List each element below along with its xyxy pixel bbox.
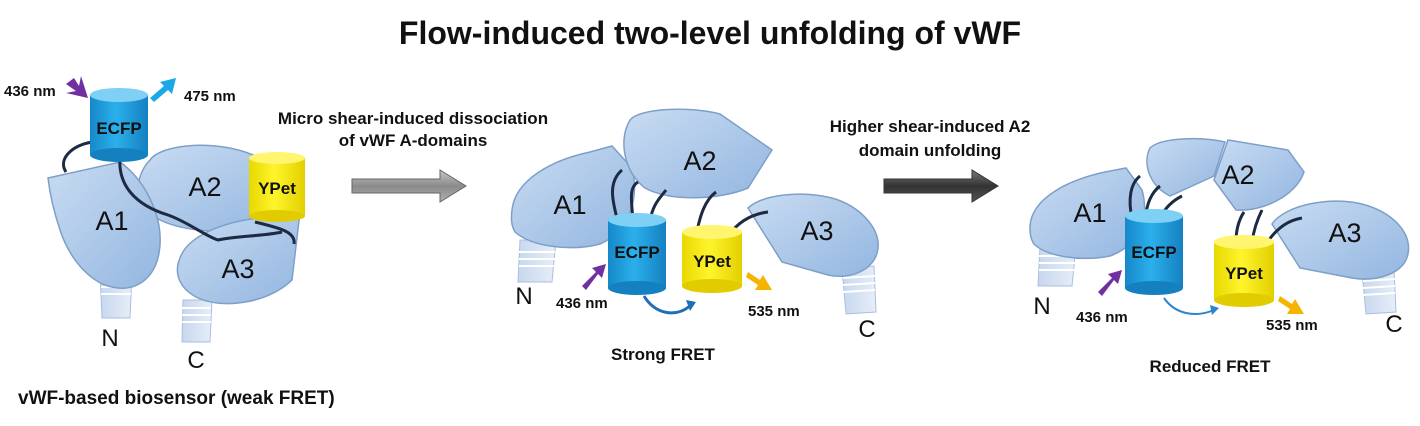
excitation-wavelength: 436 nm	[4, 83, 56, 100]
ypet-cylinder: YPet	[1214, 235, 1274, 307]
domain-label: A1	[1073, 198, 1106, 228]
ecfp-label: ECFP	[1131, 243, 1176, 262]
domain-a1	[1029, 167, 1146, 260]
emission-arrow-icon	[746, 272, 772, 290]
ypet-label: YPet	[258, 179, 296, 198]
c-terminal-tail	[1361, 269, 1397, 315]
domain-label: A2	[188, 172, 221, 202]
transition-label: of vWF A-domains	[339, 131, 488, 150]
linker	[118, 157, 283, 242]
ypet-cylinder: YPet	[682, 225, 742, 293]
panel-caption: Reduced FRET	[1150, 357, 1272, 376]
n-terminal-label: N	[515, 283, 532, 310]
excitation-arrow-icon	[1098, 270, 1122, 296]
domain-a3	[747, 193, 879, 277]
transition-label: Higher shear-induced A2	[830, 117, 1031, 136]
transition-arrow-1: Micro shear-induced dissociation of vWF …	[278, 109, 548, 203]
ecfp-label: ECFP	[614, 243, 659, 262]
domain-label: A3	[800, 216, 833, 246]
transition-label: Micro shear-induced dissociation	[278, 109, 548, 128]
excitation-arrow-icon	[582, 264, 606, 290]
domain-label: A3	[221, 254, 254, 284]
panel-caption: vWF-based biosensor (weak FRET)	[18, 388, 335, 409]
domain-a2-unfolded	[1213, 139, 1305, 211]
ecfp-label: ECFP	[96, 119, 141, 138]
figure-title: Flow-induced two-level unfolding of vWF	[399, 15, 1021, 51]
c-terminal-label: C	[187, 347, 204, 374]
ypet-label: YPet	[693, 252, 731, 271]
domain-a2	[623, 108, 774, 199]
c-terminal-label: C	[1385, 311, 1402, 338]
ecfp-cylinder: ECFP	[1125, 209, 1183, 295]
c-terminal-label: C	[858, 316, 875, 343]
ypet-label: YPet	[1225, 264, 1263, 283]
excitation-wavelength: 436 nm	[1076, 309, 1128, 326]
panel-left: ECFP YPet A1 A2 A3 N C 436 nm 475 nm vWF…	[4, 76, 335, 409]
panel-caption: Strong FRET	[611, 345, 715, 364]
c-terminal-tail	[181, 299, 213, 343]
domain-label: A1	[95, 206, 128, 236]
emission-arrow-icon	[1278, 296, 1304, 314]
domain-label: A1	[553, 190, 586, 220]
transition-arrow-2: Higher shear-induced A2 domain unfolding	[830, 117, 1031, 203]
domain-a3	[1271, 200, 1410, 280]
emission-wavelength: 535 nm	[748, 303, 800, 320]
c-terminal-tail	[841, 265, 877, 315]
domain-a2	[1146, 137, 1226, 197]
n-terminal-label: N	[101, 325, 118, 352]
n-terminal-label: N	[1033, 293, 1050, 320]
panel-middle: ECFP YPet A1 A2 A3 N C 436 nm 535 nm Str…	[510, 108, 879, 364]
excitation-wavelength: 436 nm	[556, 295, 608, 312]
domain-label: A3	[1328, 218, 1361, 248]
transition-label: domain unfolding	[859, 141, 1002, 160]
panel-right: ECFP YPet A1 A2 A3 N C 436 nm 535 nm Red…	[1029, 137, 1410, 376]
domain-label: A2	[683, 146, 716, 176]
linker	[254, 220, 296, 245]
emission-wavelength: 475 nm	[184, 88, 236, 105]
emission-wavelength: 535 nm	[1266, 317, 1318, 334]
domain-label: A2	[1221, 160, 1254, 190]
ecfp-cylinder: ECFP	[608, 213, 666, 295]
ecfp-cylinder: ECFP	[90, 88, 148, 162]
fret-transfer-arrow-icon	[1163, 297, 1215, 315]
fret-arrowhead-icon	[686, 300, 696, 311]
ypet-cylinder: YPet	[249, 152, 305, 222]
emission-arrow-icon	[150, 78, 176, 102]
fret-arrowhead-icon	[1210, 305, 1219, 315]
excitation-arrow-icon	[66, 76, 88, 98]
fret-transfer-arrow-icon	[642, 295, 691, 315]
linker	[62, 140, 93, 173]
